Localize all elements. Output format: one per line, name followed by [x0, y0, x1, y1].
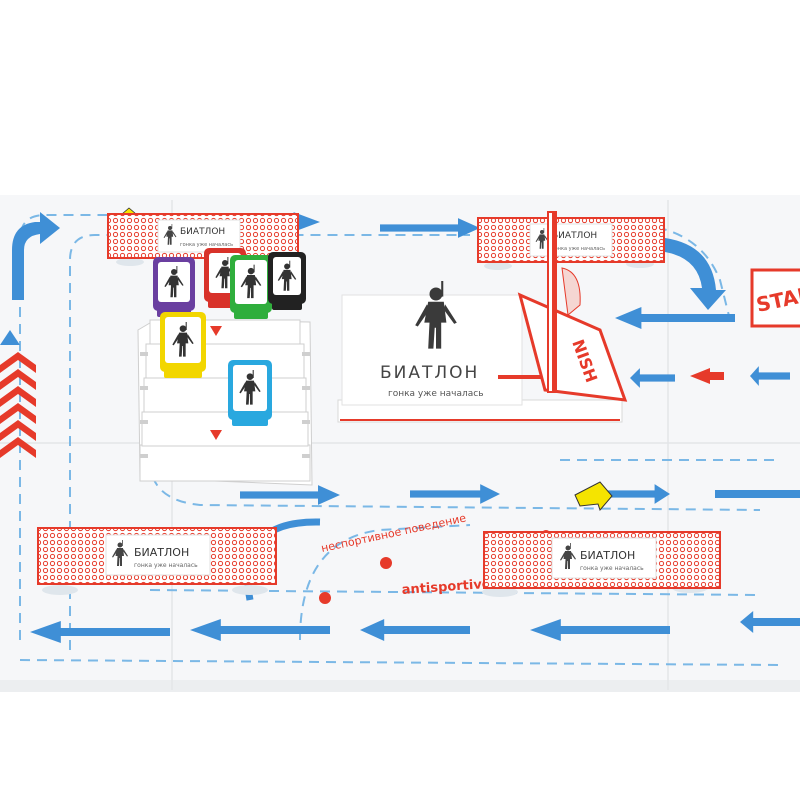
red-arrow-icon [210, 430, 222, 440]
red-chevrons [0, 352, 36, 458]
barrier-bottom-left: БИАТЛОН гонка уже началась [37, 527, 277, 595]
board-shadow [0, 680, 800, 692]
red-arrow-icon [690, 368, 724, 384]
banner-title: БИАТЛОН [180, 227, 225, 237]
player-pieces [153, 248, 306, 426]
red-arrow-icon [210, 326, 222, 336]
barrier-bottom-right: БИАТЛОН гонка уже началась [482, 531, 721, 597]
curve-arrow-icon [12, 212, 60, 300]
banner-subtitle: гонка уже началась [552, 246, 605, 252]
banner-subtitle: гонка уже началась [180, 242, 233, 248]
penalty-text-en: antisportive [401, 577, 491, 598]
banner-title: БИАТЛОН [552, 231, 597, 241]
player-piece-purple[interactable] [153, 257, 195, 317]
sign-subtitle: гонка уже началась [388, 389, 484, 399]
sign-title: БИАТЛОН [380, 363, 479, 383]
curve-arrow-icon [665, 238, 726, 310]
barrier-top-left: БИАТЛОН гонка уже началась [107, 213, 299, 266]
player-piece-green[interactable] [230, 255, 272, 319]
penalty-marker [380, 557, 392, 569]
player-piece-black[interactable] [268, 252, 306, 310]
yellow-arrow-icon [574, 481, 613, 511]
start-sign: STAR [750, 268, 800, 328]
penalty-marker [319, 592, 331, 604]
player-piece-cyan[interactable] [228, 360, 272, 426]
banner-title: БИАТЛОН [134, 546, 189, 559]
finish-structure: БИАТЛОН гонка уже началась NISH [337, 211, 628, 423]
arrow-up-icon [0, 330, 20, 345]
banner-subtitle: гонка уже началась [134, 562, 198, 569]
player-piece-yellow[interactable] [160, 312, 206, 378]
banner-subtitle: гонка уже началась [580, 565, 644, 572]
banner-title: БИАТЛОН [580, 549, 635, 562]
barrier-top-right: БИАТЛОН гонка уже началась [477, 217, 665, 270]
track-arrows [0, 212, 800, 643]
